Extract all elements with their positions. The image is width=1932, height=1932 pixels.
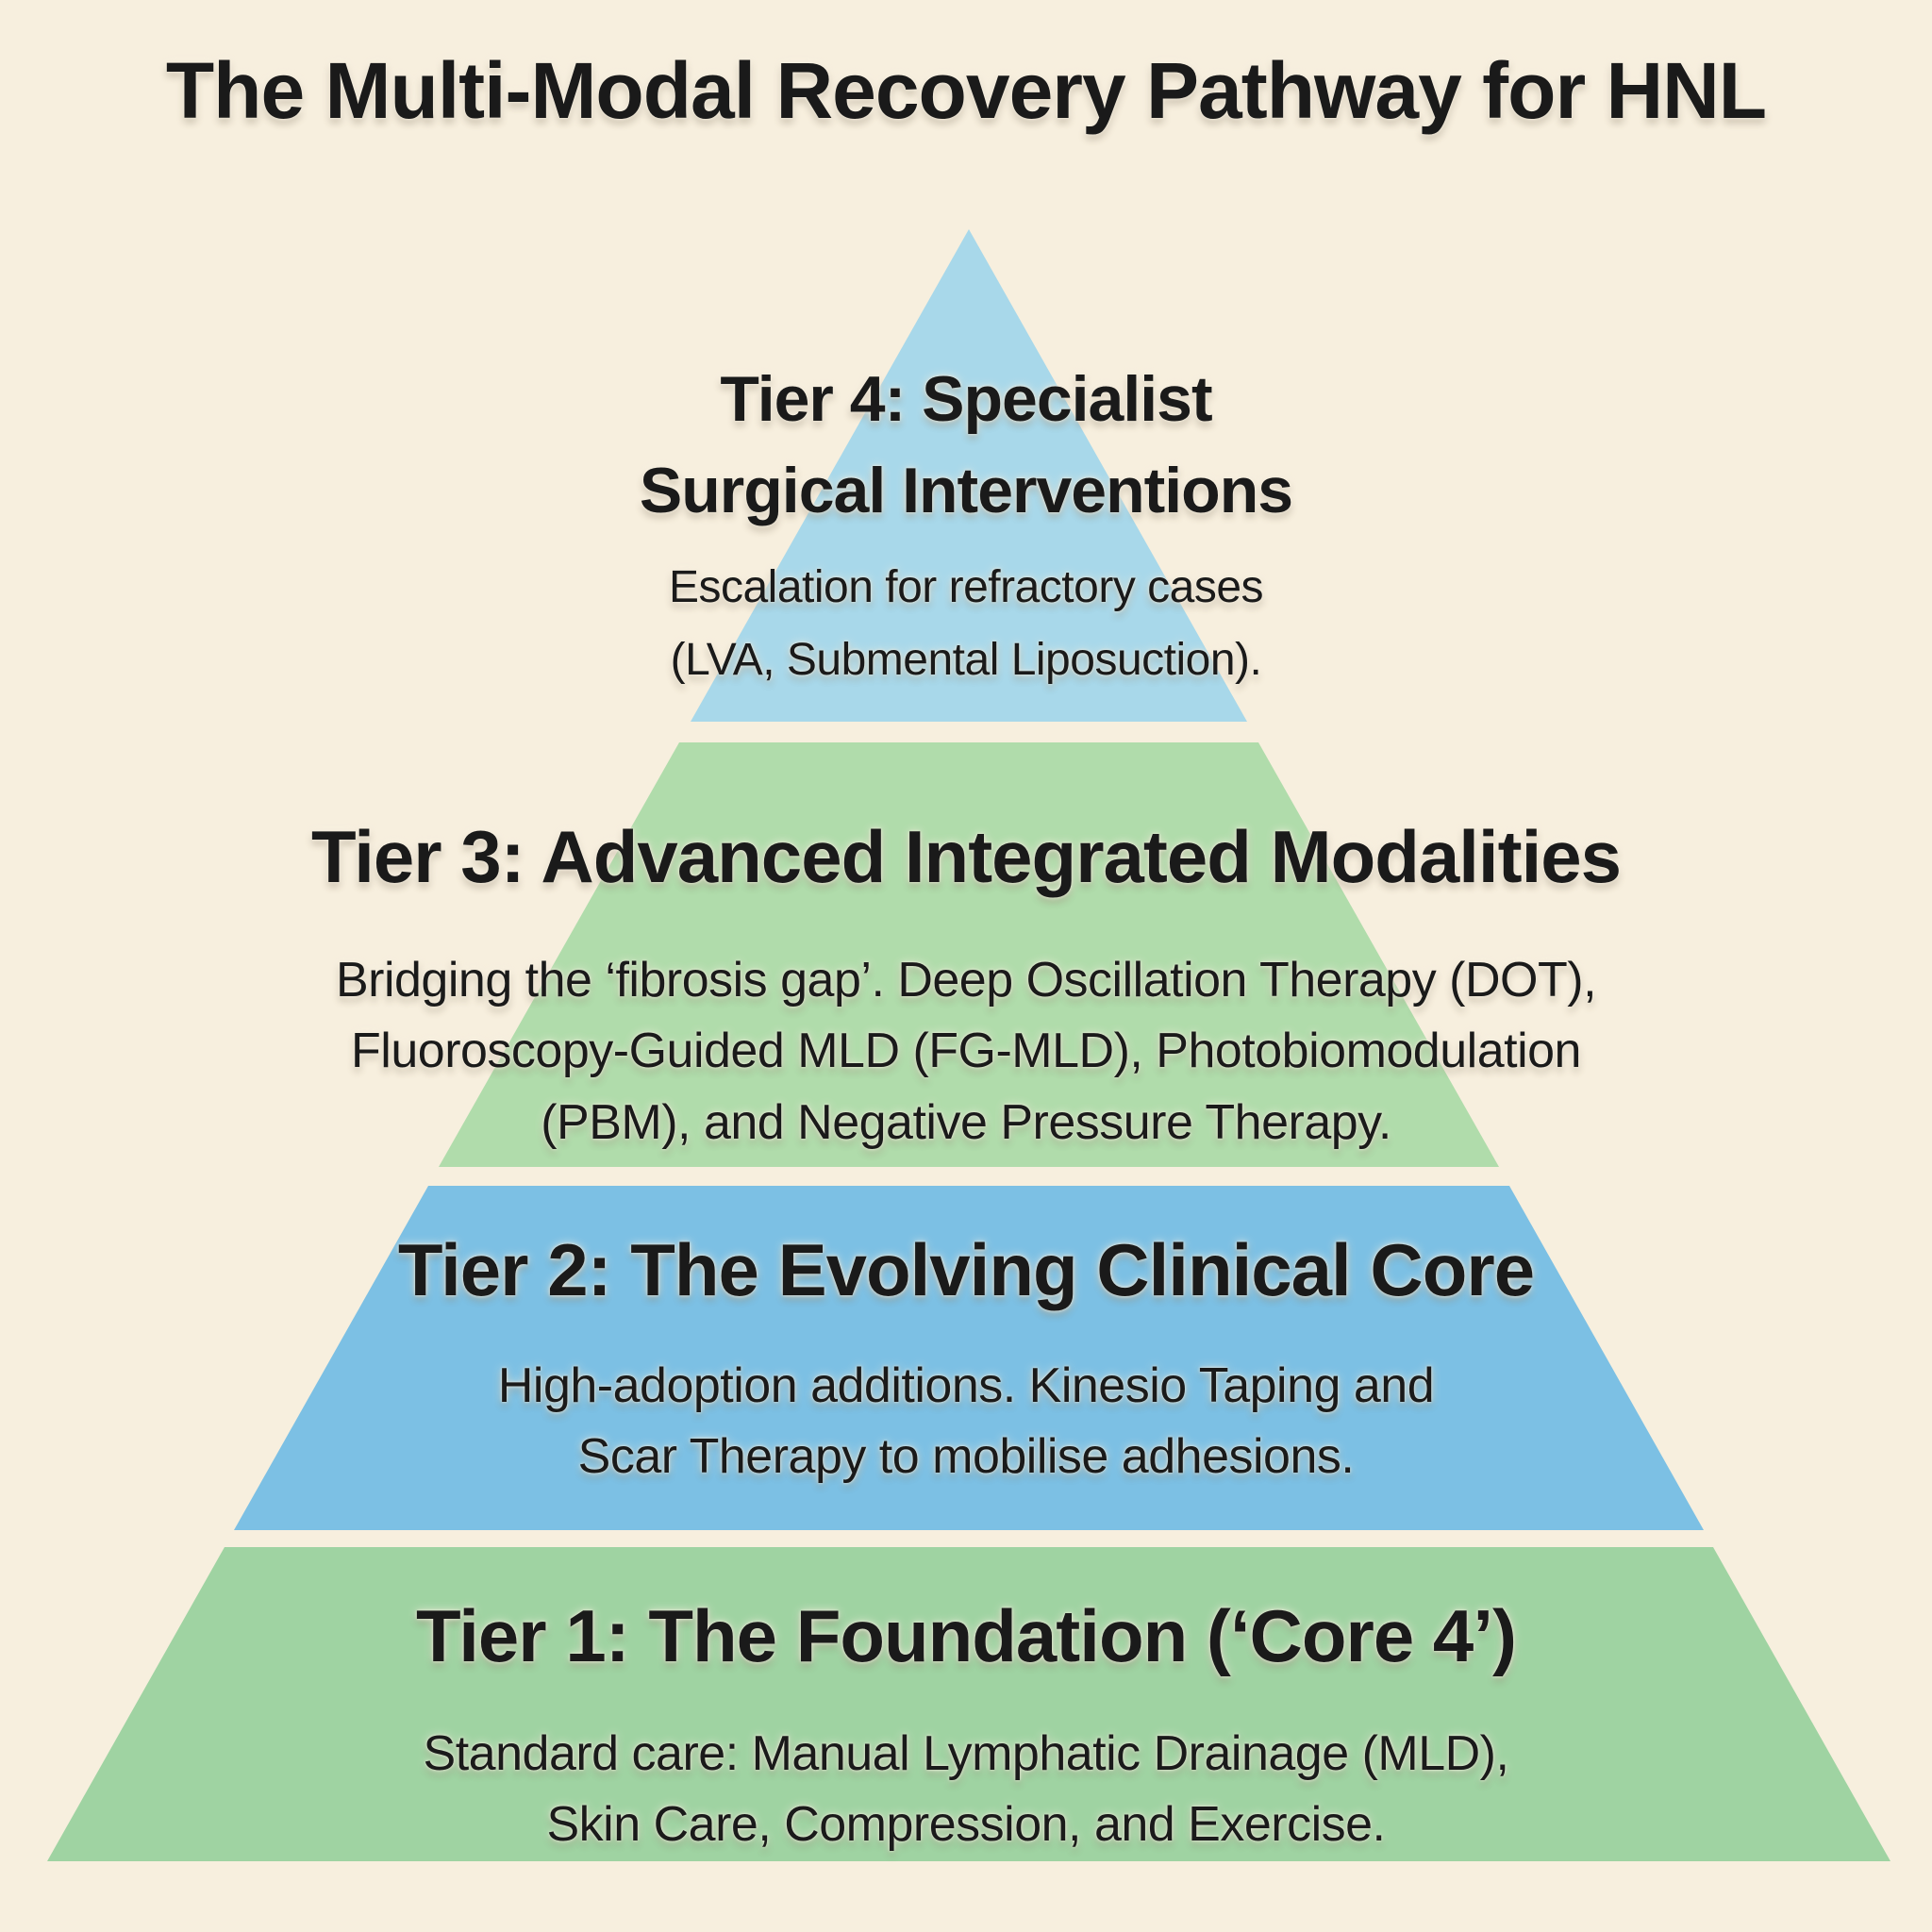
tier2-heading: Tier 2: The Evolving Clinical Core bbox=[0, 1226, 1932, 1315]
tier3-heading-line: Tier 3: Advanced Integrated Modalities bbox=[310, 815, 1622, 898]
tier4-description-line: (LVA, Submental Liposuction). bbox=[670, 634, 1262, 685]
tier3-heading: Tier 3: Advanced Integrated Modalities bbox=[0, 813, 1932, 902]
tier4-description: Escalation for refractory cases (LVA, Su… bbox=[0, 552, 1932, 697]
tier2-description-line: High-adoption additions. Kinesio Taping … bbox=[497, 1358, 1435, 1413]
tier1-base-band bbox=[47, 1547, 1890, 1861]
tier4-heading-line: Surgical Interventions bbox=[639, 454, 1293, 526]
tier2-description: High-adoption additions. Kinesio Taping … bbox=[0, 1351, 1932, 1493]
page-title: The Multi-Modal Recovery Pathway for HNL bbox=[165, 46, 1767, 135]
tier4-heading: Tier 4: Specialist Surgical Intervention… bbox=[0, 354, 1932, 536]
tier3-description-line: Bridging the ‘fibrosis gap’. Deep Oscill… bbox=[335, 953, 1597, 1008]
tier1-description-line: Skin Care, Compression, and Exercise. bbox=[546, 1797, 1387, 1853]
tier2-heading-line: Tier 2: The Evolving Clinical Core bbox=[397, 1228, 1535, 1311]
tier4-heading-line: Tier 4: Specialist bbox=[720, 363, 1212, 435]
tier1-description: Standard care: Manual Lymphatic Drainage… bbox=[0, 1719, 1932, 1861]
tier1-heading: Tier 1: The Foundation (‘Core 4’) bbox=[0, 1592, 1932, 1681]
tier1-description-line: Standard care: Manual Lymphatic Drainage… bbox=[423, 1726, 1509, 1781]
tier4-description-line: Escalation for refractory cases bbox=[668, 562, 1264, 612]
tier2-description-line: Scar Therapy to mobilise adhesions. bbox=[577, 1429, 1355, 1485]
tier2-band bbox=[234, 1186, 1704, 1530]
tier3-description-line: Fluoroscopy-Guided MLD (FG-MLD), Photobi… bbox=[351, 1024, 1581, 1079]
tier3-description: Bridging the ‘fibrosis gap’. Deep Oscill… bbox=[0, 945, 1932, 1158]
tier3-description-line: (PBM), and Negative Pressure Therapy. bbox=[541, 1094, 1391, 1150]
tier1-heading-line: Tier 1: The Foundation (‘Core 4’) bbox=[416, 1594, 1517, 1677]
